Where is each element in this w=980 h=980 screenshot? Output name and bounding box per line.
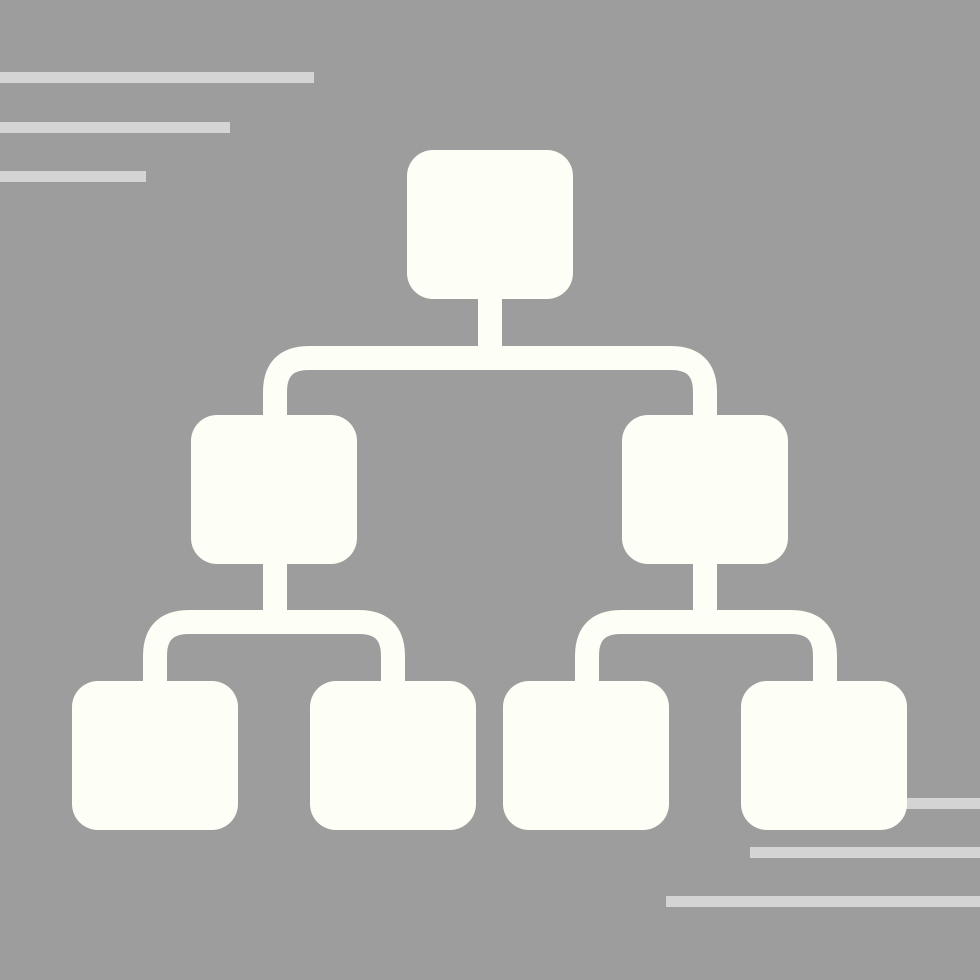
level-3-node-1 xyxy=(72,681,238,830)
tree-connectors xyxy=(143,296,837,684)
connector-level-2-branch xyxy=(263,346,717,418)
root-node xyxy=(407,150,573,299)
decorative-line xyxy=(0,72,314,83)
decorative-lines-bottom-right xyxy=(666,798,980,907)
level-3-node-2 xyxy=(310,681,476,830)
connector-right-branch xyxy=(575,610,837,684)
decorative-lines-top-left xyxy=(0,72,314,182)
level-2-node-right xyxy=(622,415,788,564)
decorative-line xyxy=(750,847,980,858)
decorative-line xyxy=(905,798,980,809)
level-3-node-3 xyxy=(503,681,669,830)
decorative-line xyxy=(666,896,980,907)
decorative-line xyxy=(0,122,230,133)
tree-nodes xyxy=(72,150,907,830)
connector-left-branch xyxy=(143,610,405,684)
level-2-node-left xyxy=(191,415,357,564)
level-3-node-4 xyxy=(741,681,907,830)
decorative-line xyxy=(0,171,146,182)
